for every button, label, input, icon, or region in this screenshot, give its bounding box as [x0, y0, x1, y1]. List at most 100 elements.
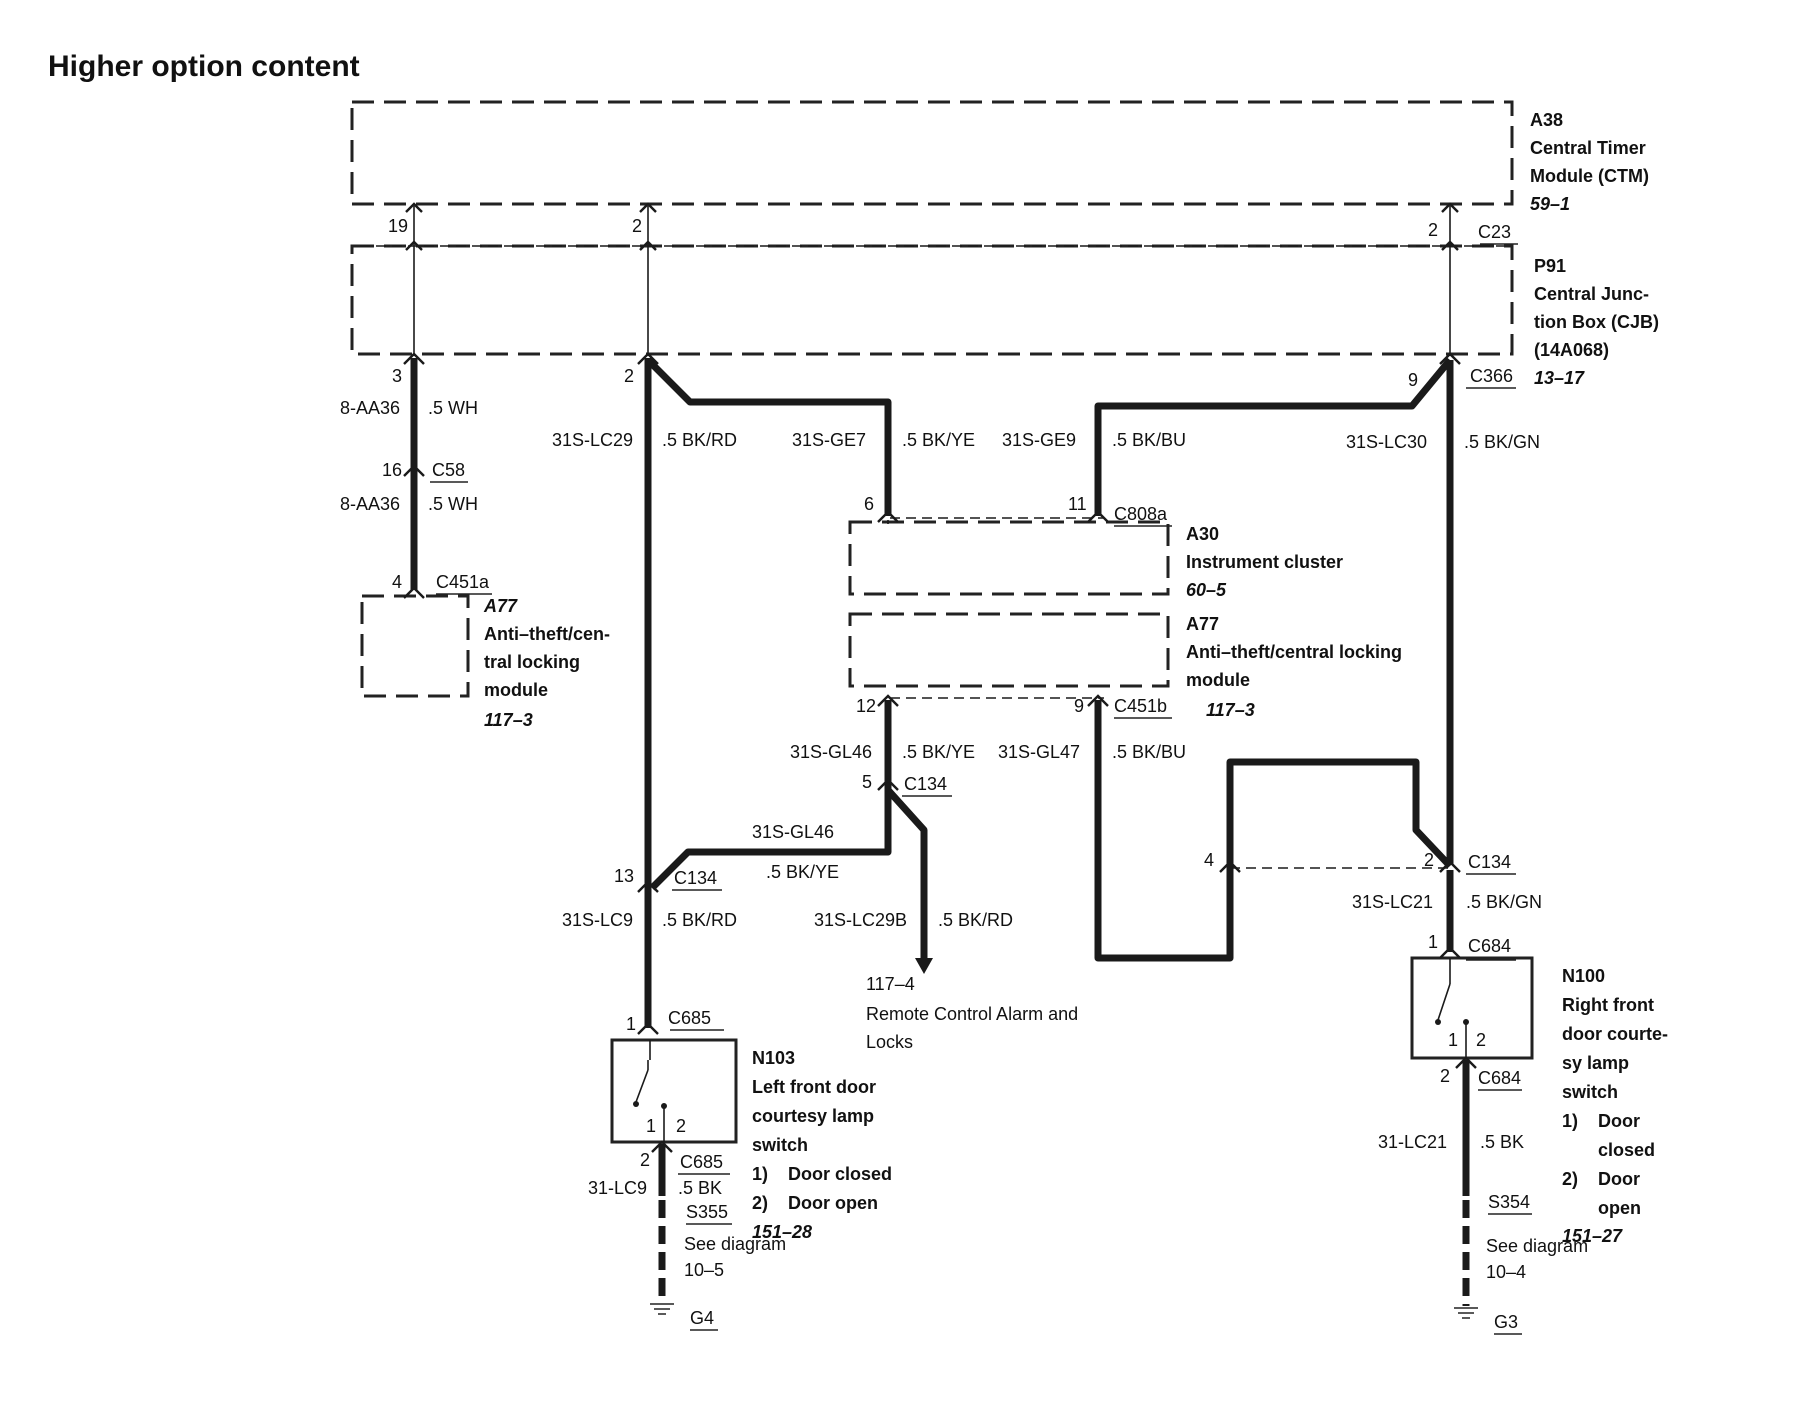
wire-label-31-lc21: 31-LC21 — [1378, 1132, 1447, 1152]
atcl-mid-name-1: Anti–theft/central locking — [1186, 642, 1402, 662]
pin-2-c23: 2 — [1428, 220, 1438, 240]
ctm-name-2: Module (CTM) — [1530, 166, 1649, 186]
ctm-code: A38 — [1530, 110, 1563, 130]
ground-icon-g3 — [1454, 1307, 1478, 1319]
ctm-module-box — [350, 100, 1514, 206]
wire-gauge-31-lc21: .5 BK — [1480, 1132, 1524, 1152]
right-switch-name-2: door courte- — [1562, 1024, 1668, 1044]
splice-right-see: See diagram — [1486, 1236, 1588, 1256]
cluster-name: Instrument cluster — [1186, 552, 1343, 572]
wire-gauge-31s-lc9: .5 BK/RD — [662, 910, 737, 930]
atcl-mid-code: A77 — [1186, 614, 1219, 634]
connector-markers — [403, 202, 1477, 1153]
wire-31s-ge9 — [1094, 357, 1453, 516]
right-switch-state1b: closed — [1598, 1140, 1655, 1160]
wire-gauge-31s-lc30: .5 BK/GN — [1464, 432, 1540, 452]
splice-right-ref: 10–4 — [1486, 1262, 1526, 1282]
wire-gauge-31s-gl46-b: .5 BK/YE — [766, 862, 839, 882]
cjb-name-2: tion Box (CJB) — [1534, 312, 1659, 332]
wire-gauge-31s-gl46-a: .5 BK/YE — [902, 742, 975, 762]
atcl-mid-module-box — [848, 612, 1170, 688]
atcl-left-ref: 117–3 — [484, 710, 533, 730]
cluster-ref: 60–5 — [1186, 580, 1227, 600]
cluster-code: A30 — [1186, 524, 1219, 544]
right-switch-state1a: Door — [1598, 1111, 1640, 1131]
connector-c366: C366 — [1470, 366, 1513, 386]
pin-2-cjb: 2 — [624, 366, 634, 386]
left-switch-contact-1: 1 — [646, 1116, 656, 1136]
left-switch-code: N103 — [752, 1048, 795, 1068]
left-switch-state2: Door open — [788, 1193, 878, 1213]
pin-11: 11 — [1068, 494, 1087, 514]
left-switch-name-1: Left front door — [752, 1077, 876, 1097]
connector-c808a: C808a — [1114, 504, 1168, 524]
wire-label-31s-lc29b: 31S-LC29B — [814, 910, 907, 930]
atcl-left-code: A77 — [483, 596, 518, 616]
wire-gauge-31s-gl47: .5 BK/BU — [1112, 742, 1186, 762]
pin-12: 12 — [856, 696, 876, 716]
ground-g4: G4 — [690, 1308, 714, 1328]
connector-c134-left: C134 — [674, 868, 717, 888]
atcl-mid-name-2: module — [1186, 670, 1250, 690]
connector-underlines — [430, 243, 1532, 1335]
atcl-left-name-1: Anti–theft/cen- — [484, 624, 610, 644]
atcl-left-name-3: module — [484, 680, 548, 700]
pin-6: 6 — [864, 494, 874, 514]
connector-c23: C23 — [1478, 222, 1511, 242]
page-title: Higher option content — [48, 50, 360, 83]
wire-label-31s-lc29: 31S-LC29 — [552, 430, 633, 450]
right-switch-contact-1: 1 — [1448, 1030, 1458, 1050]
splice-s355: S355 — [686, 1202, 728, 1222]
cjb-name-1: Central Junc- — [1534, 284, 1649, 304]
wire-label-31s-lc30: 31S-LC30 — [1346, 432, 1427, 452]
pin-13: 13 — [614, 866, 634, 886]
pin-2-ctm: 2 — [632, 216, 642, 236]
wire-gauge-31s-ge9: .5 BK/BU — [1112, 430, 1186, 450]
remote-label-2: Locks — [866, 1032, 913, 1052]
cjb-ref: 13–17 — [1534, 368, 1585, 388]
cjb-name-3: (14A068) — [1534, 340, 1609, 360]
pin-1-c685: 1 — [626, 1014, 636, 1034]
wire-31s-lc29b — [885, 787, 928, 962]
connector-c685-bottom: C685 — [680, 1152, 723, 1172]
wire-gauge-31s-lc29: .5 BK/RD — [662, 430, 737, 450]
right-switch-mechanism-icon — [1435, 983, 1469, 1058]
pin-4-c451a: 4 — [392, 572, 402, 592]
left-switch-name-2: courtesy lamp — [752, 1106, 874, 1126]
wire-31s-ge7 — [645, 357, 892, 516]
left-switch-box — [610, 1038, 738, 1144]
pin-3: 3 — [392, 366, 402, 386]
wire-label-31s-gl46-b: 31S-GL46 — [752, 822, 834, 842]
connector-c684-bottom: C684 — [1478, 1068, 1521, 1088]
wire-label-8-aa36-2: 8-AA36 — [340, 494, 400, 514]
atcl-left-name-2: tral locking — [484, 652, 580, 672]
left-switch-mechanism-icon — [633, 1060, 667, 1142]
wire-label-31s-lc21: 31S-LC21 — [1352, 892, 1433, 912]
cjb-module-box — [350, 244, 1514, 356]
remote-arrow-icon — [915, 958, 933, 974]
splice-left-see: See diagram — [684, 1234, 786, 1254]
left-switch-state1-num: 1) — [752, 1164, 768, 1184]
wire-label-31s-gl46-a: 31S-GL46 — [790, 742, 872, 762]
connector-c684-top: C684 — [1468, 936, 1511, 956]
remote-label-1: Remote Control Alarm and — [866, 1004, 1078, 1024]
pin-2-c685: 2 — [640, 1150, 650, 1170]
atcl-mid-ref: 117–3 — [1206, 700, 1255, 720]
pin-5: 5 — [862, 772, 872, 792]
wire-label-31s-lc9: 31S-LC9 — [562, 910, 633, 930]
pin-2-c134: 2 — [1424, 850, 1434, 870]
left-switch-name-3: switch — [752, 1135, 808, 1155]
ground-icon-g4 — [650, 1303, 674, 1315]
right-switch-name-4: switch — [1562, 1082, 1618, 1102]
wire-label-31s-gl47: 31S-GL47 — [998, 742, 1080, 762]
wire-label-8-aa36-1: 8-AA36 — [340, 398, 400, 418]
remote-ref: 117–4 — [866, 974, 915, 994]
pin-9-c366: 9 — [1408, 370, 1418, 390]
pin-1-c684: 1 — [1428, 932, 1438, 952]
left-switch-contact-2: 2 — [676, 1116, 686, 1136]
right-switch-state2-num: 2) — [1562, 1169, 1578, 1189]
left-switch-state1: Door closed — [788, 1164, 892, 1184]
connector-c58: C58 — [432, 460, 465, 480]
right-switch-name-1: Right front — [1562, 995, 1654, 1015]
